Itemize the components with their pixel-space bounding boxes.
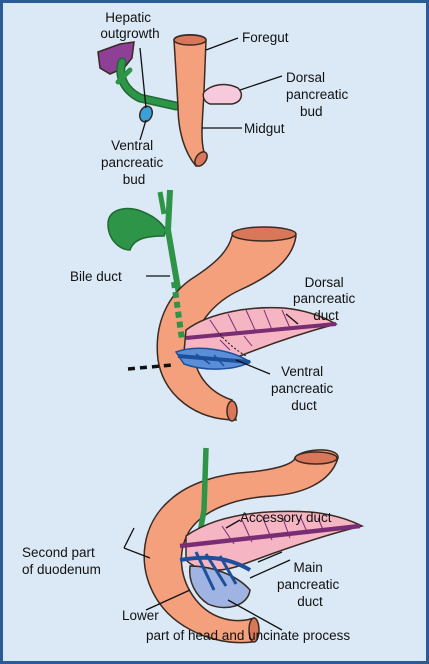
hepatic-label: Hepatic outgrowth [100, 10, 159, 41]
dorsal-pancreatic-bud-shape [202, 83, 243, 105]
midgut-label: Midgut [244, 121, 285, 136]
ventral-pancreatic-bud-shape [138, 105, 154, 123]
ventral-bud-label: Ventral pancreatic bud [101, 138, 167, 187]
main-pancreatic-duct-shape [179, 555, 252, 572]
stage-2: Bile duct Dorsal pancreatic duct Ventral… [70, 189, 359, 422]
stage-3: Accessory duct Second part of duodenum M… [22, 447, 365, 644]
uncinate-process-shape [188, 565, 251, 609]
duodenum-stage2 [156, 229, 297, 421]
gallbladder-shape [107, 207, 167, 251]
main-duct-label: Main pancreatic duct [277, 560, 343, 609]
bile-duct-label: Bile duct [70, 269, 122, 284]
bile-duct-stage2 [164, 189, 183, 301]
lower-part-label: Lower part of head and uncinate process [122, 608, 350, 643]
stage-1: Hepatic outgrowth Foregut Dorsal pancrea… [97, 10, 352, 187]
accessory-duct-label: Accessory duct [240, 510, 332, 525]
foregut-label: Foregut [242, 30, 289, 45]
pancreas-development-diagram: Hepatic outgrowth Foregut Dorsal pancrea… [22, 10, 365, 644]
duodenum-stage3 [143, 449, 339, 644]
foregut-midgut-tube [173, 34, 207, 168]
dorsal-bud-label: Dorsal pancreatic bud [286, 70, 352, 119]
dorsal-duct-label: Dorsal pancreatic duct [293, 275, 359, 323]
second-part-label: Second part of duodenum [22, 545, 101, 577]
ventral-duct-label: Ventral pancreatic duct [271, 364, 337, 413]
dashed-line [127, 363, 173, 371]
